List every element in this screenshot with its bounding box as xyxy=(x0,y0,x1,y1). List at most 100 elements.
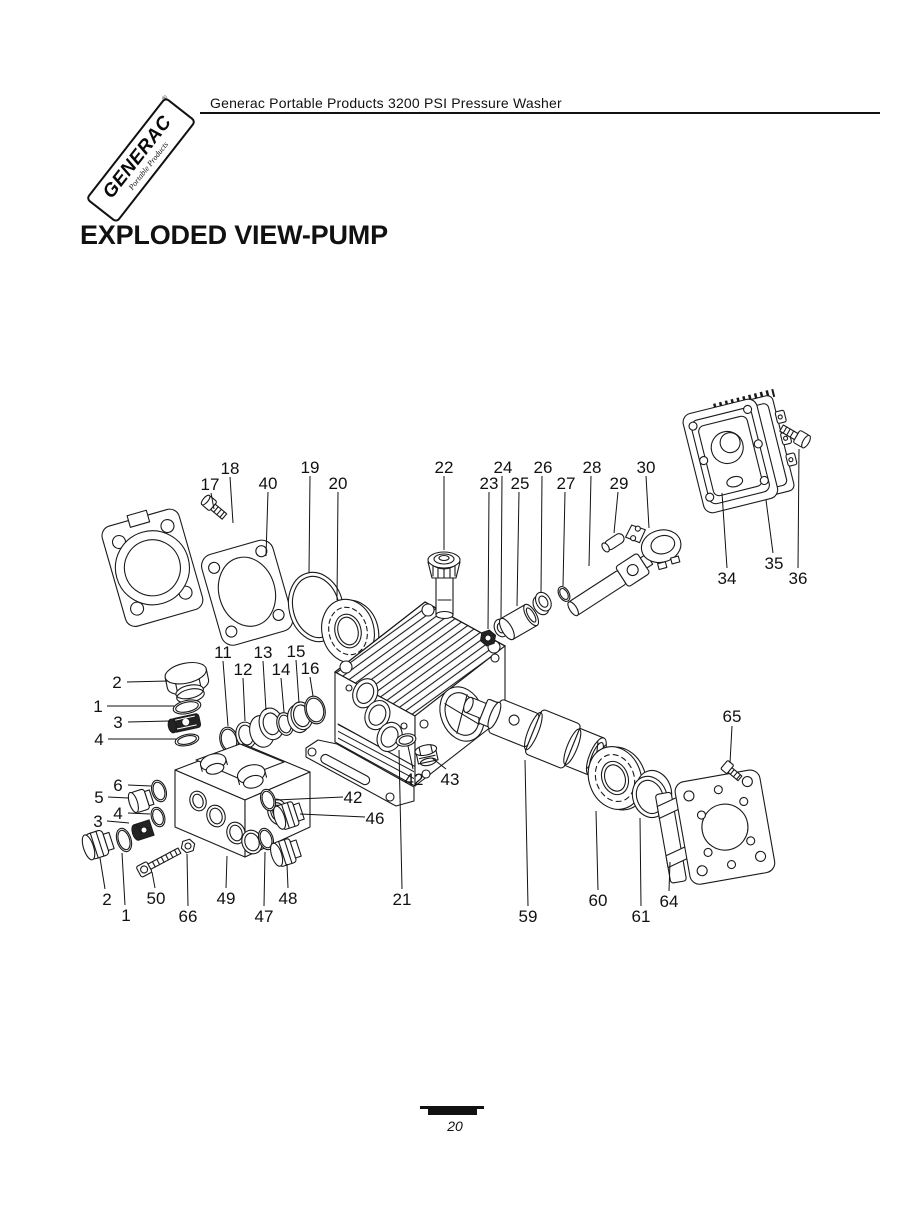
part-plunger-28 xyxy=(567,553,654,617)
leader-line-27 xyxy=(562,491,566,587)
part-connecting-rod-30 xyxy=(625,524,682,571)
leader-line-30 xyxy=(645,475,650,529)
part-oring-4-top xyxy=(174,733,200,747)
callout-20: 20 xyxy=(329,474,348,493)
callout-61: 61 xyxy=(632,907,651,926)
part-plug-5 xyxy=(127,788,155,814)
header-rule xyxy=(200,112,880,114)
callout-5: 5 xyxy=(94,788,103,807)
part-nut-23 xyxy=(479,629,497,647)
callout-30: 30 xyxy=(637,458,656,477)
leader-line-43 xyxy=(431,757,447,770)
callout-11: 11 xyxy=(214,643,232,662)
callout-50: 50 xyxy=(147,889,166,908)
callout-19: 19 xyxy=(301,458,320,477)
callout-15: 15 xyxy=(287,642,306,661)
leader-line-18 xyxy=(229,476,234,524)
leader-line-49 xyxy=(225,855,228,889)
part-nut-66 xyxy=(180,838,196,854)
callout-2-top: 2 xyxy=(112,673,121,692)
leader-line-50 xyxy=(151,871,156,889)
callout-16: 16 xyxy=(301,659,320,678)
leader-line-47 xyxy=(263,851,266,907)
leader-line-24 xyxy=(500,475,503,620)
part-cover-plate-34 xyxy=(682,398,779,514)
callout-35: 35 xyxy=(765,554,784,573)
callout-23: 23 xyxy=(480,474,499,493)
callout-1-bottom: 1 xyxy=(121,906,130,925)
part-oring-6 xyxy=(150,779,168,803)
leader-line-66 xyxy=(186,853,189,907)
callout-21: 21 xyxy=(393,890,412,909)
callout-46: 46 xyxy=(366,809,385,828)
part-oring-42-bottom xyxy=(395,733,417,747)
callout-22: 22 xyxy=(435,458,454,477)
leader-line-42-right xyxy=(275,796,344,801)
page-number: 20 xyxy=(447,1118,463,1134)
leader-line-4-left xyxy=(127,812,151,815)
callout-36: 36 xyxy=(789,569,808,588)
callout-4-left: 4 xyxy=(113,804,122,823)
part-valve-cap-22 xyxy=(427,551,461,620)
callout-layer: 1718401920222324252627282930343536213411… xyxy=(93,448,808,926)
part-plug-48 xyxy=(270,838,302,867)
leader-line-40 xyxy=(265,491,269,557)
leader-line-11 xyxy=(222,660,229,727)
leader-line-36 xyxy=(797,448,800,569)
callout-13: 13 xyxy=(254,643,273,662)
callout-3-top: 3 xyxy=(113,713,122,732)
callout-48: 48 xyxy=(279,889,298,908)
part-flange-18 xyxy=(101,508,204,627)
leader-line-13 xyxy=(262,660,267,711)
footer-rule xyxy=(420,1106,484,1115)
leader-line-42-bottom xyxy=(407,745,414,770)
leader-line-6 xyxy=(127,784,152,787)
part-bolt-65 xyxy=(720,760,743,782)
part-oring-4-left xyxy=(150,806,166,828)
callout-40: 40 xyxy=(259,474,278,493)
callout-65: 65 xyxy=(723,707,742,726)
part-crankshaft-59 xyxy=(463,696,607,776)
callout-24: 24 xyxy=(494,458,513,477)
leader-line-12 xyxy=(242,677,246,722)
leader-line-26 xyxy=(540,475,543,594)
leader-line-2-top xyxy=(126,680,169,683)
leader-line-17 xyxy=(210,492,215,510)
callout-64: 64 xyxy=(660,892,679,911)
leader-line-29 xyxy=(613,491,619,534)
part-oring-1-top xyxy=(172,699,202,715)
leader-line-46 xyxy=(299,813,366,818)
leader-line-15 xyxy=(295,659,300,704)
part-seal-26 xyxy=(532,591,552,616)
part-oring-27 xyxy=(557,586,571,602)
callout-18: 18 xyxy=(221,459,240,478)
footer-rule-top xyxy=(420,1106,484,1109)
leader-line-48 xyxy=(286,863,289,889)
leader-line-59 xyxy=(524,759,529,907)
callout-47: 47 xyxy=(255,907,274,926)
callout-66: 66 xyxy=(179,907,198,926)
leader-line-21 xyxy=(398,749,403,890)
callout-3-left: 3 xyxy=(93,812,102,831)
leader-line-61 xyxy=(639,817,642,907)
part-gasket-40 xyxy=(201,539,294,646)
part-bolt-17 xyxy=(200,494,228,520)
part-bolt-36 xyxy=(779,424,811,449)
footer-rule-bottom xyxy=(428,1108,477,1115)
callout-34: 34 xyxy=(718,569,737,588)
callout-17: 17 xyxy=(201,475,220,494)
part-plug-2-left xyxy=(81,829,115,861)
leader-line-35 xyxy=(765,499,774,554)
leader-line-20 xyxy=(336,491,339,601)
callout-59: 59 xyxy=(519,907,538,926)
callout-26: 26 xyxy=(534,458,553,477)
callout-43: 43 xyxy=(441,770,460,789)
part-plug-2-top xyxy=(164,661,210,704)
part-valve-3-left xyxy=(131,819,155,841)
callout-1-top: 1 xyxy=(93,697,102,716)
callout-6: 6 xyxy=(113,776,122,795)
callout-27: 27 xyxy=(557,474,576,493)
leader-line-5 xyxy=(107,796,130,799)
part-flange-64 xyxy=(655,769,776,885)
part-pump-body-21 xyxy=(305,601,507,807)
